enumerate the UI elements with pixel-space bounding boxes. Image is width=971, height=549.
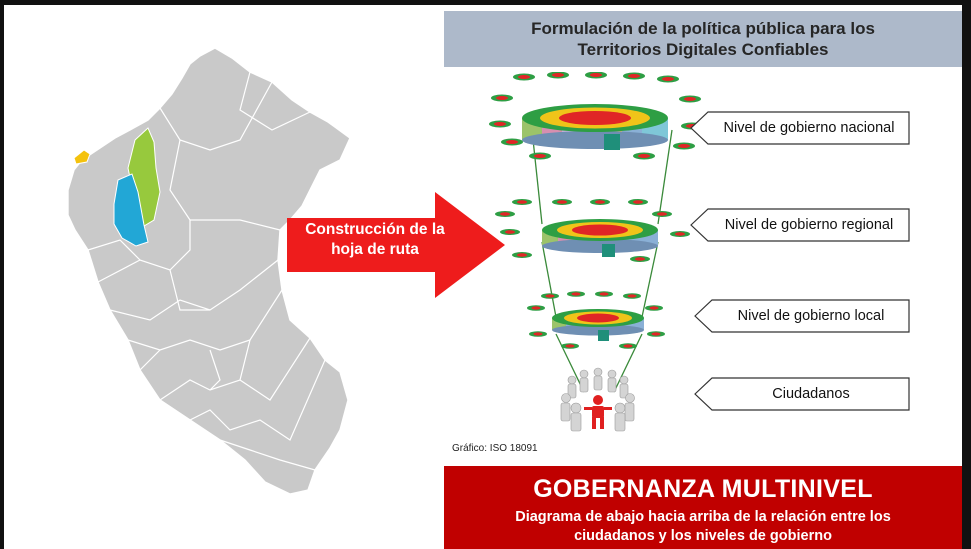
callout-national: Nivel de gobierno nacional	[690, 111, 910, 145]
callout-local: Nivel de gobierno local	[694, 299, 910, 333]
funnel-lines	[531, 129, 673, 393]
peru-map	[67, 47, 351, 495]
department-borders	[87, 71, 326, 471]
satellite-discs	[489, 72, 703, 349]
title-band: Formulación de la política pública para …	[444, 11, 962, 67]
citizens-group	[560, 367, 635, 432]
window-frame-left	[0, 0, 4, 549]
level-label: Nivel de gobierno nacional	[723, 120, 895, 136]
disc-national	[522, 104, 668, 150]
level-label: Nivel de gobierno regional	[724, 217, 894, 233]
level-label: Ciudadanos	[772, 386, 850, 402]
footer-title: GOBERNANZA MULTINIVEL	[533, 475, 873, 503]
figure-credit: Gráfico: ISO 18091	[452, 443, 538, 454]
callout-citizens: Ciudadanos	[694, 377, 910, 411]
roadmap-arrow: Construcción de la hoja de ruta	[287, 192, 505, 298]
title-line2: Territorios Digitales Confiables	[577, 40, 829, 59]
window-frame-right	[962, 0, 971, 549]
page-title: Formulación de la política pública para …	[444, 18, 962, 60]
arrow-label-line1: Construcción de la	[305, 221, 445, 238]
level-label: Nivel de gobierno local	[737, 308, 885, 324]
arrow-shape	[287, 192, 505, 298]
disc-regional	[542, 219, 658, 257]
region-yellow	[73, 149, 91, 165]
region-blue	[113, 173, 149, 247]
footer-subtitle: Diagrama de abajo hacia arriba de la rel…	[444, 508, 962, 546]
title-line1: Formulación de la política pública para …	[531, 19, 875, 38]
arrow-label-line2: hoja de ruta	[331, 241, 419, 258]
governance-funnel	[489, 72, 703, 432]
footer-banner: GOBERNANZA MULTINIVEL Diagrama de abajo …	[444, 466, 962, 549]
disc-local	[552, 309, 644, 341]
footer-subtitle-line2: ciudadanos y los niveles de gobierno	[574, 528, 832, 544]
window-frame-top	[0, 0, 971, 5]
footer-subtitle-line1: Diagrama de abajo hacia arriba de la rel…	[515, 509, 891, 525]
arrow-label: Construcción de la hoja de ruta	[295, 220, 455, 260]
callout-regional: Nivel de gobierno regional	[690, 208, 910, 242]
